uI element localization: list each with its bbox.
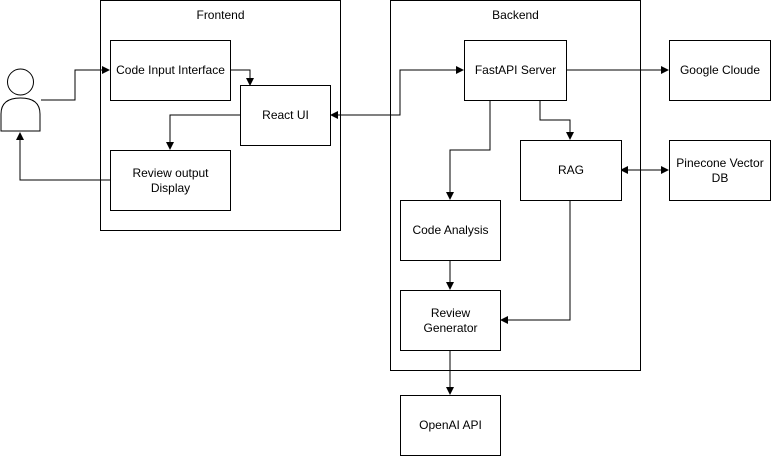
frontend-title: Frontend	[196, 8, 245, 22]
openai-api-label: OpenAI API	[419, 418, 482, 432]
google-cloud-node: Google Cloude	[669, 40, 771, 101]
edge-review-output-to-user	[16, 132, 110, 181]
fastapi-server-label: FastAPI Server	[474, 63, 557, 77]
edge-react-ui-fastapi	[330, 66, 464, 119]
backend-group: Backend	[390, 0, 641, 371]
react-ui-node: React UI	[240, 85, 331, 146]
edge-fastapi-to-code-analysis	[446, 100, 491, 200]
backend-title: Backend	[492, 8, 539, 22]
edge-rag-to-review-generator	[500, 200, 571, 324]
pinecone-vector-db-label: Pinecone Vector DB	[676, 155, 764, 185]
edge-fastapi-to-rag	[539, 100, 574, 140]
fastapi-server-node: FastAPI Server	[464, 40, 567, 101]
code-analysis-label: Code Analysis	[412, 223, 489, 237]
rag-node: RAG	[520, 140, 622, 201]
edge-user-to-code-input	[41, 66, 110, 101]
edge-code-input-to-react-ui	[230, 69, 254, 86]
google-cloud-label: Google Cloude	[679, 63, 761, 77]
code-input-interface-node: Code Input Interface	[110, 40, 231, 101]
pinecone-vector-db-node: Pinecone Vector DB	[669, 140, 771, 201]
review-output-display-node: Review output Display	[110, 150, 231, 211]
user-icon	[0, 68, 41, 132]
code-analysis-node: Code Analysis	[400, 200, 501, 261]
review-generator-label: Review Generator	[423, 305, 478, 335]
openai-api-node: OpenAI API	[400, 395, 501, 456]
review-generator-node: Review Generator	[400, 290, 501, 351]
review-output-display-label: Review output Display	[132, 165, 209, 195]
react-ui-label: React UI	[262, 108, 309, 122]
code-input-interface-label: Code Input Interface	[116, 63, 225, 77]
rag-label: RAG	[557, 163, 584, 177]
edge-react-ui-to-review-output	[166, 114, 240, 150]
